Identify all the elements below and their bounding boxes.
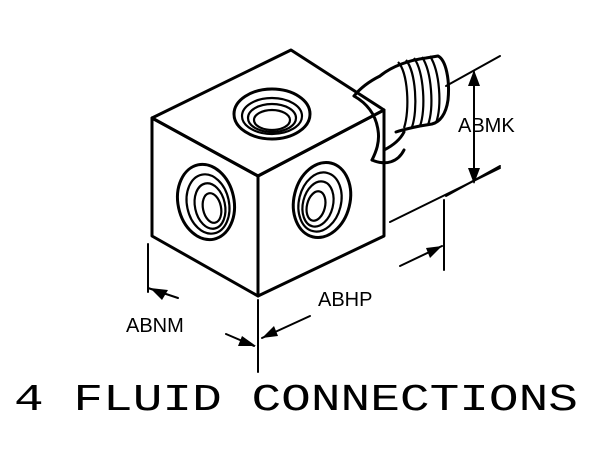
length-dimension-label: ABHP: [318, 289, 372, 311]
length-dimension: [257, 167, 501, 373]
width-dimension-label: ABNM: [126, 315, 184, 337]
left-port: [175, 162, 237, 242]
cube-block: [150, 48, 386, 298]
top-port: [232, 87, 312, 141]
cube-right-face: [256, 108, 386, 298]
cube-top-face: [150, 48, 386, 178]
cube-left-face: [150, 116, 260, 298]
height-dimension-label: ABMK: [458, 115, 515, 137]
caption: 4 FLUID CONNECTIONS: [14, 379, 578, 422]
width-dimension: [147, 243, 256, 347]
right-port: [291, 161, 353, 239]
threaded-stub: [352, 54, 450, 165]
